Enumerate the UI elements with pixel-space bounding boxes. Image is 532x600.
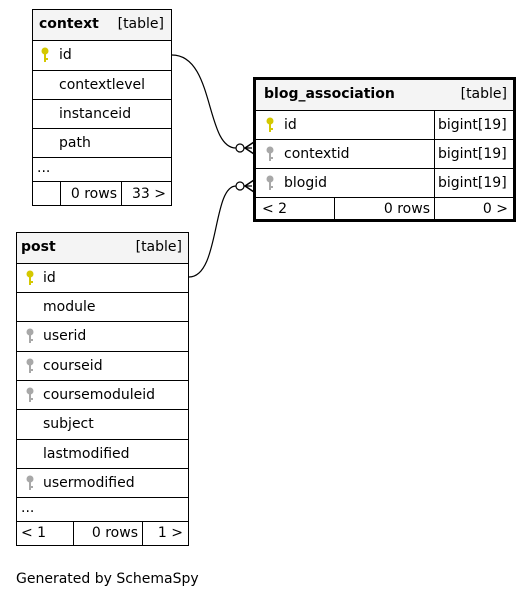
- column-row-usermodified[interactable]: usermodified: [17, 468, 188, 497]
- table-header: context [table]: [33, 10, 171, 40]
- column-row-userid[interactable]: userid: [17, 321, 188, 351]
- foreign-key-icon: [266, 146, 274, 161]
- column-row-instanceid[interactable]: instanceid: [33, 99, 171, 128]
- column-type: bigint[19]: [438, 175, 507, 191]
- divider: [334, 198, 335, 219]
- column-name: courseid: [43, 358, 103, 374]
- column-name: contextid: [284, 146, 350, 162]
- ellipsis: ...: [37, 160, 51, 176]
- table-name: post: [21, 239, 56, 255]
- more-columns-row: ...: [17, 497, 188, 521]
- column-row-blogid[interactable]: blogid bigint[19]: [256, 168, 513, 197]
- footer-parents: < 2: [262, 201, 288, 217]
- column-row-lastmodified[interactable]: lastmodified: [17, 439, 188, 468]
- column-row-id[interactable]: id: [33, 40, 171, 70]
- table-type-tag: [table]: [135, 239, 182, 255]
- footer-children: 1 >: [157, 525, 183, 541]
- column-row-courseid[interactable]: courseid: [17, 351, 188, 380]
- column-name: lastmodified: [43, 446, 130, 462]
- column-name: contextlevel: [59, 77, 146, 93]
- column-row-coursemoduleid[interactable]: coursemoduleid: [17, 380, 188, 409]
- footer-children: 0 >: [482, 201, 508, 217]
- footer-rows: 0 rows: [91, 525, 138, 541]
- column-name: userid: [43, 328, 87, 344]
- column-name: instanceid: [59, 106, 132, 122]
- footer-parents: < 1: [21, 525, 47, 541]
- column-row-subject[interactable]: subject: [17, 409, 188, 439]
- column-name: module: [43, 299, 96, 315]
- table-name: blog_association: [264, 86, 395, 102]
- column-row-module[interactable]: module: [17, 292, 188, 321]
- foreign-key-icon: [26, 358, 34, 373]
- foreign-key-icon: [26, 387, 34, 402]
- column-name: path: [59, 135, 91, 151]
- foreign-key-icon: [26, 475, 34, 490]
- footer-children: 33 >: [132, 186, 166, 202]
- generated-by-label: Generated by SchemaSpy: [16, 571, 199, 587]
- footer-rows: 0 rows: [383, 201, 430, 217]
- table-name: context: [39, 16, 99, 32]
- column-row-path[interactable]: path: [33, 128, 171, 157]
- column-name: subject: [43, 416, 94, 432]
- divider: [142, 522, 143, 545]
- column-name: blogid: [284, 175, 328, 191]
- footer-rows: 0 rows: [70, 186, 117, 202]
- table-footer: 0 rows 33 >: [33, 181, 171, 205]
- column-type: bigint[19]: [438, 117, 507, 133]
- column-row-contextid[interactable]: contextid bigint[19]: [256, 139, 513, 168]
- divider: [434, 111, 435, 139]
- table-type-tag: [table]: [460, 86, 507, 102]
- table-footer: < 2 0 rows 0 >: [256, 197, 513, 219]
- divider: [434, 169, 435, 197]
- table-type-tag: [table]: [117, 16, 164, 32]
- column-name: usermodified: [43, 475, 135, 491]
- divider: [434, 140, 435, 168]
- column-row-id[interactable]: id: [17, 263, 188, 292]
- foreign-key-icon: [266, 175, 274, 190]
- divider: [60, 182, 61, 205]
- column-row-id[interactable]: id bigint[19]: [256, 110, 513, 139]
- divider: [121, 182, 122, 205]
- primary-key-icon: [266, 117, 274, 132]
- foreign-key-icon: [26, 328, 34, 343]
- table-header: blog_association [table]: [256, 80, 513, 110]
- ellipsis: ...: [21, 500, 35, 516]
- more-columns-row: ...: [33, 157, 171, 181]
- table-blog-association[interactable]: blog_association [table] id bigint[19] c…: [253, 77, 516, 222]
- column-row-contextlevel[interactable]: contextlevel: [33, 70, 171, 99]
- primary-key-icon: [26, 270, 34, 285]
- relationship-post-blog-association: [188, 179, 255, 278]
- table-footer: < 1 0 rows 1 >: [17, 521, 188, 545]
- table-header: post [table]: [17, 233, 188, 263]
- column-name: coursemoduleid: [43, 387, 156, 403]
- column-name: id: [43, 270, 56, 286]
- table-post[interactable]: post [table] id module userid courseid c…: [16, 232, 189, 546]
- column-name: id: [284, 117, 297, 133]
- divider: [73, 522, 74, 545]
- column-type: bigint[19]: [438, 146, 507, 162]
- column-name: id: [59, 47, 72, 63]
- divider: [434, 198, 435, 219]
- relationship-context-blog-association: [171, 54, 255, 155]
- table-context[interactable]: context [table] id contextlevel instance…: [32, 9, 172, 206]
- primary-key-icon: [41, 47, 49, 62]
